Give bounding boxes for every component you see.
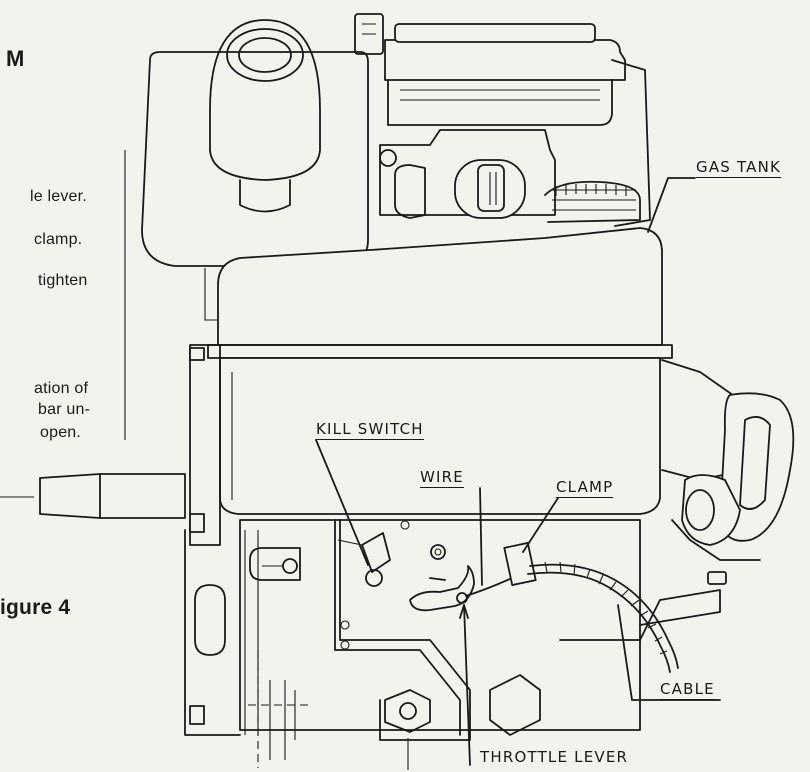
leader-lines	[315, 177, 721, 766]
crankcase-left	[184, 344, 259, 736]
throttle-lever	[409, 544, 475, 612]
cable-assembly	[465, 542, 679, 673]
label-clamp: CLAMP	[556, 478, 614, 498]
text-line-6: open.	[40, 424, 82, 441]
text-line-1: le lever.	[30, 188, 87, 205]
label-wire: WIRE	[420, 468, 464, 488]
text-line-5: bar un-	[38, 401, 91, 418]
section-heading: M	[6, 46, 25, 71]
text-line-4: ation of	[34, 380, 89, 397]
centerlines	[248, 650, 409, 770]
label-kill-switch: KILL SWITCH	[316, 420, 424, 440]
label-gas-tank: GAS TANK	[696, 158, 782, 178]
kill-switch	[337, 532, 391, 587]
figure-caption: igure 4	[0, 596, 71, 619]
text-line-2: clamp.	[34, 231, 83, 248]
label-cable: CABLE	[660, 680, 715, 700]
starter-handle	[661, 359, 795, 585]
lower-crankcase	[239, 519, 721, 760]
crankshaft	[0, 473, 186, 519]
label-throttle-lever: THROTTLE LEVER	[480, 748, 629, 766]
blower-housing	[354, 13, 651, 227]
air-cleaner-housing	[141, 19, 369, 321]
carburetor	[379, 129, 641, 223]
text-line-3: tighten	[38, 272, 88, 289]
